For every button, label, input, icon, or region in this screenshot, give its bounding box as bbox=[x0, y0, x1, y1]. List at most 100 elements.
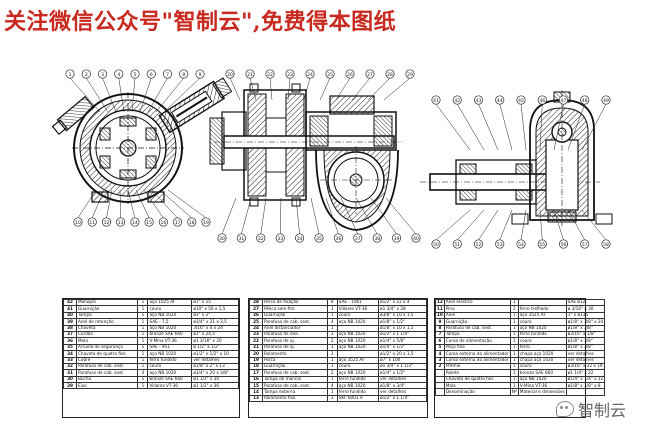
bom-cell-s: ø1/8" x 1/8" x 8 bbox=[565, 382, 606, 390]
bom-cell-m: couro bbox=[336, 311, 380, 320]
balloon-label: 37 bbox=[355, 236, 361, 242]
balloon-circle bbox=[195, 69, 205, 79]
bom-cell-n: 15 bbox=[249, 382, 263, 390]
bom-cell-m: aço NB 1020 bbox=[336, 343, 380, 352]
bom-cell-d: Manopla bbox=[75, 298, 139, 307]
balloon-circle bbox=[236, 233, 246, 243]
balloon-circle bbox=[537, 239, 547, 249]
bom-cell-s: 1" x ø135 bbox=[565, 311, 606, 320]
balloon-circle bbox=[473, 239, 484, 249]
leader-line bbox=[86, 77, 109, 113]
balloon-label: 35 bbox=[316, 236, 322, 242]
balloon-circle bbox=[101, 217, 111, 227]
balloon-circle bbox=[385, 69, 395, 79]
bom-cell-s: ver detalhes bbox=[191, 356, 239, 364]
leader-line bbox=[335, 77, 351, 101]
balloon-label: 17 bbox=[175, 220, 181, 226]
balloon-label: 53 bbox=[497, 242, 503, 248]
bom-cell-q: 1 bbox=[509, 318, 519, 326]
balloon-label: 6 bbox=[150, 72, 153, 78]
balloon-label: 44 bbox=[497, 98, 503, 104]
balloon-label: 51 bbox=[454, 242, 460, 248]
bom-cell-m: aço 3525 AF bbox=[517, 311, 567, 320]
bom-cell-s: ø1 1/2" x 36 bbox=[191, 382, 239, 390]
bom-cell-s: ø1/4" x 1/2" bbox=[378, 369, 427, 377]
balloon-circle bbox=[179, 69, 189, 79]
bom-cell-s: ø1/4" x 5/8" bbox=[378, 337, 427, 345]
balloon-label: 20 bbox=[227, 72, 233, 78]
leader-line bbox=[102, 77, 117, 113]
balloon-circle bbox=[601, 239, 611, 249]
bom-cell-q: 1 bbox=[509, 298, 519, 307]
bom-cell-s: ø1 1/4" x 22 bbox=[565, 369, 606, 377]
leader-line bbox=[159, 189, 192, 219]
bom-cell-s: ø1/2" x 20 x 1,5 bbox=[378, 350, 427, 358]
bom-cell-m: aço NB 1020 bbox=[336, 337, 380, 345]
bom-cell-m: couro bbox=[517, 337, 567, 345]
bom-cell-q: 1 bbox=[137, 311, 149, 320]
balloon-label: 23 bbox=[287, 72, 293, 78]
bom-cell-s: SAE ø12 bbox=[565, 298, 606, 307]
balloon-label: 11 bbox=[89, 220, 95, 226]
bom-cell-n: 26 bbox=[249, 311, 263, 320]
bom-cell-m: couro bbox=[336, 362, 380, 371]
balloon-label: 2 bbox=[85, 72, 88, 78]
leader-line bbox=[269, 77, 273, 101]
leader-line bbox=[435, 209, 471, 241]
bom-cell-n: 27 bbox=[249, 305, 263, 313]
leader-line bbox=[457, 209, 485, 241]
balloon-label: 41 bbox=[433, 98, 439, 104]
bom-cell-s: ø1/2" x 22 x 4 bbox=[378, 298, 427, 307]
bom-cell-s: ø3/4" x 21 x 3,5 bbox=[191, 318, 239, 326]
balloon-circle bbox=[217, 233, 227, 243]
bom-cell-m: aço NB 1020 bbox=[147, 350, 193, 358]
balloon-label: 46 bbox=[539, 98, 545, 104]
leader-line bbox=[69, 77, 101, 113]
bom-cell-m: Villares VT-36 bbox=[147, 382, 193, 390]
balloon-circle bbox=[537, 95, 547, 105]
balloon-circle bbox=[405, 69, 415, 79]
balloon-label: 33 bbox=[277, 236, 283, 242]
balloon-label: 48 bbox=[582, 98, 588, 104]
balloon-label: 21 bbox=[247, 72, 253, 78]
bom-cell-s: ø1/8" x 3/4" bbox=[378, 382, 427, 390]
bom-cell-m: aço 1025 AF bbox=[147, 298, 193, 307]
leader-line bbox=[539, 103, 543, 151]
bom-cell-s: ø1/4" x 1/4" x 12 bbox=[565, 375, 606, 384]
leader-line bbox=[155, 77, 184, 113]
bom-cell-q: 1 bbox=[509, 375, 519, 384]
bom-cell-m: V-Mina VT-36 bbox=[147, 337, 193, 345]
balloon-circle bbox=[225, 69, 235, 79]
watermark: 智制云 bbox=[556, 397, 626, 421]
bom-cell-n: 14 bbox=[249, 388, 263, 396]
bom-cell-q: 1 bbox=[509, 324, 519, 332]
balloon-label: 42 bbox=[454, 98, 460, 104]
leader-line bbox=[553, 209, 564, 241]
bom-cell-q: 1 bbox=[509, 350, 519, 358]
leader-line bbox=[325, 197, 339, 235]
balloon-circle bbox=[353, 233, 363, 243]
bom-cell-s: ø1" x 15 bbox=[191, 298, 239, 307]
bom-cell-s: ø1/2" x 1/2" x 10 bbox=[191, 350, 239, 358]
balloon-circle bbox=[201, 217, 211, 227]
bom-cell-m: aço NB 1020 bbox=[517, 324, 567, 332]
bom-cell-q: 1 bbox=[137, 350, 149, 358]
leader-line bbox=[499, 209, 513, 241]
balloon-circle bbox=[495, 239, 505, 249]
bom-cell-m: ferro bbox=[517, 343, 567, 352]
balloon-circle bbox=[162, 69, 173, 79]
bom-cell-s: ø1" x 24,5 bbox=[191, 330, 239, 339]
leader-line bbox=[106, 189, 113, 219]
balloon-label: 56 bbox=[561, 242, 567, 248]
